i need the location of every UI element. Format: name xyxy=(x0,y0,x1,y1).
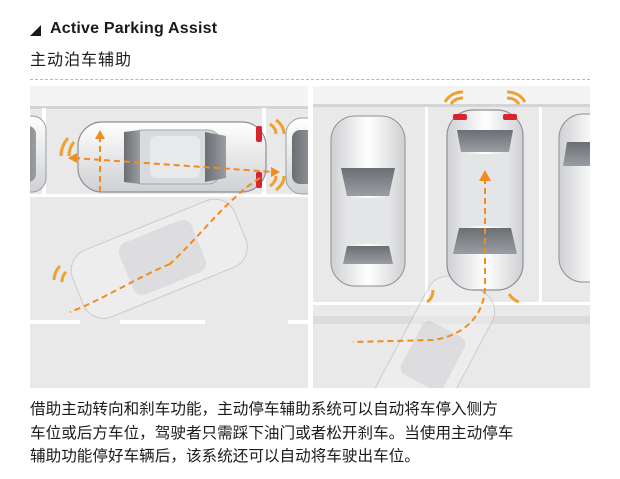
triangle-bullet-icon xyxy=(30,24,41,36)
ghost-car xyxy=(70,198,248,319)
parallel-parking-svg xyxy=(30,86,308,324)
header: Active Parking Assist 主动泊车辅助 xyxy=(30,20,217,70)
parking-path xyxy=(69,136,275,313)
parallel-parking-illustration xyxy=(30,86,308,388)
perpendicular-parking-svg xyxy=(313,86,590,388)
page-subtitle: 主动泊车辅助 xyxy=(30,50,133,69)
parked-car-left xyxy=(330,115,406,287)
main-car-parallel xyxy=(77,121,267,193)
page-title: Active Parking Assist xyxy=(50,20,218,37)
caption: 借助主动转向和刹车功能，主动停车辅助系统可以自动将车停入侧方 车位或后方车位，驾… xyxy=(30,398,595,469)
title-row: Active Parking Assist xyxy=(30,20,217,38)
parking-path xyxy=(352,178,486,343)
path-arrows xyxy=(68,130,280,177)
brake-light xyxy=(256,172,262,188)
bay-line xyxy=(539,107,542,305)
curb xyxy=(30,86,308,106)
brake-light xyxy=(503,114,517,120)
divider xyxy=(30,79,590,80)
road-dash xyxy=(120,320,205,324)
parking-lane-line xyxy=(30,194,308,197)
caption-line: 车位或后方车位，驾驶者只需踩下油门或者松开刹车。当使用主动停车 xyxy=(30,423,514,442)
parked-car-right xyxy=(558,113,590,283)
parked-car-front xyxy=(285,117,308,195)
parked-car-rear xyxy=(30,115,47,193)
road-edge xyxy=(313,316,590,324)
curb-edge xyxy=(313,104,590,107)
perpendicular-parking-illustration xyxy=(313,86,590,388)
caption-line: 辅助功能停好车辆后，该系统还可以自动将车驶出车位。 xyxy=(30,447,420,465)
path-arrows xyxy=(479,170,491,181)
caption-line: 借助主动转向和刹车功能，主动停车辅助系统可以自动将车停入侧方 xyxy=(30,400,498,418)
curb-edge xyxy=(30,106,308,109)
sensor-waves xyxy=(426,90,527,304)
bay-end-line xyxy=(313,302,590,305)
road-dash xyxy=(30,320,80,324)
sensor-waves xyxy=(52,118,286,283)
brake-light xyxy=(256,126,262,142)
road-dash xyxy=(288,320,308,324)
brake-light xyxy=(453,114,467,120)
bay-line xyxy=(425,107,428,305)
